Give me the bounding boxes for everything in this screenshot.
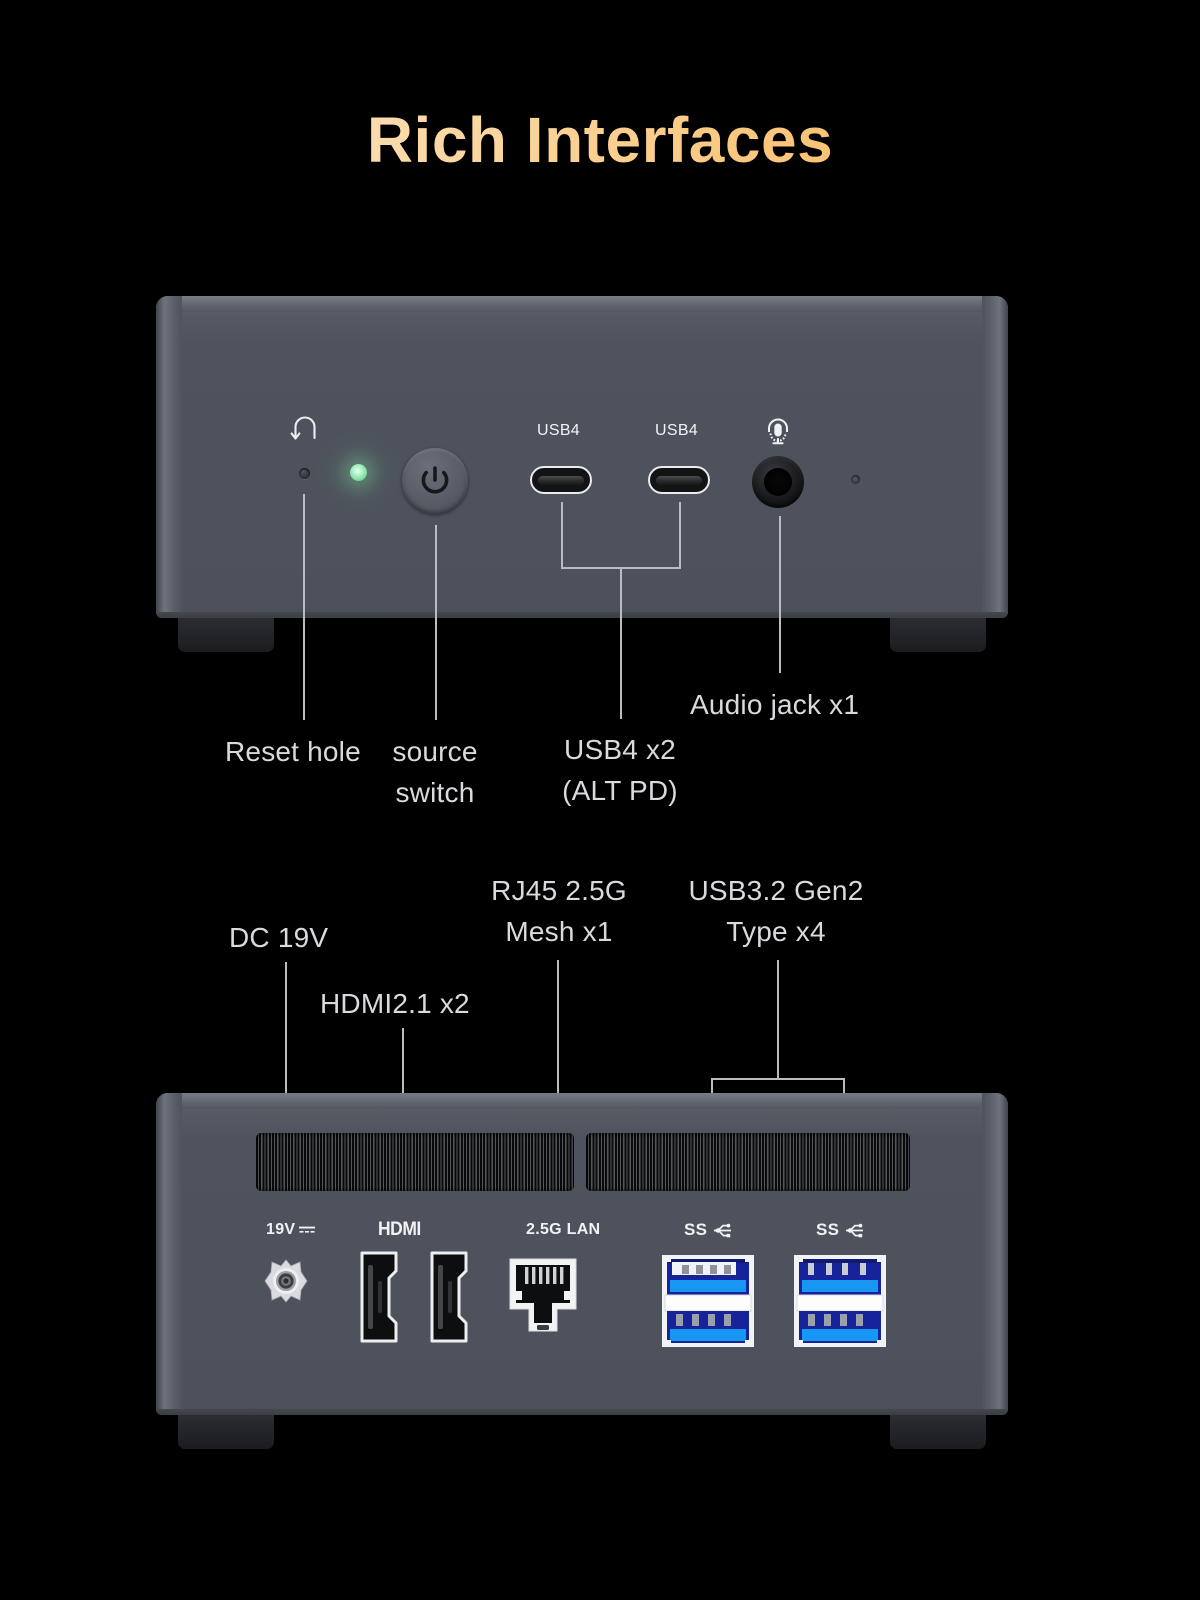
usb4-left-caption: USB4 [537,422,580,439]
power-led-indicator [350,464,367,481]
callout-source-switch: source switch [392,736,478,809]
rear-bottom-edge [156,1409,1008,1415]
reset-hole[interactable] [299,468,310,479]
leader-dc-19v [285,962,287,1220]
power-icon [421,466,449,494]
leader-usb4-stem-right [679,502,681,568]
dc-power-jack[interactable] [264,1259,308,1303]
vent-grille-right [586,1133,910,1191]
audio-jack-port[interactable] [752,456,804,508]
chassis-foot-right [890,618,986,652]
rear-top-bevel [156,1093,1008,1109]
leader-source-switch [435,525,437,720]
reset-arrow-icon [290,414,320,440]
usb4-left-tongue [538,475,584,485]
leader-usb4-stem-left [561,502,563,568]
front-left-bevel [156,296,182,618]
usb4-port-right[interactable] [648,466,710,494]
hdmi-caption-text: HDMI [378,1219,421,1240]
usb-right-caption: SS [816,1220,864,1240]
dc-symbol-icon [299,1226,316,1233]
chassis-foot-left [178,618,274,652]
usb-trident-icon [714,1223,732,1237]
hdmi-port-1[interactable] [356,1251,402,1343]
leader-audio-jack [779,516,781,673]
callout-audio-jack: Audio jack x1 [690,689,860,720]
front-right-small-hole [851,475,860,484]
leader-usb32-drop [777,960,779,1079]
front-right-bevel [982,296,1008,618]
rj45-lan-port[interactable] [508,1257,578,1339]
rear-panel-chassis: 19V HDMI 2.5G LAN SS SS [156,1093,1008,1449]
headset-icon [765,416,791,446]
page-title: Rich Interfaces [0,103,1200,177]
front-panel-chassis: USB4 USB4 [156,296,1008,652]
callout-usb4: USB4 x2 (ALT PD) [562,734,678,807]
rear-chassis-foot-left [178,1415,274,1449]
usb32-port-group-right[interactable] [792,1253,888,1349]
usb4-right-tongue [656,475,702,485]
front-top-bevel [156,296,1008,312]
usb-trident-icon [846,1223,864,1237]
leader-usb4-drop [620,567,622,719]
callout-usb32: USB3.2 Gen2 Type x4 [688,875,864,948]
leader-usb32-crossbar [711,1078,844,1080]
front-bottom-edge [156,612,1008,618]
callout-reset-hole: Reset hole [225,736,361,767]
usb4-right-caption: USB4 [655,422,698,439]
dc-caption: 19V [266,1221,316,1239]
hdmi-caption: HDMI [378,1219,421,1241]
rear-right-bevel [982,1093,1008,1415]
usb-left-caption: SS [684,1220,732,1240]
power-button[interactable] [402,448,468,514]
callout-rj45: RJ45 2.5G Mesh x1 [491,875,627,948]
vent-grille-left [256,1133,574,1191]
lan-caption-text: 2.5G LAN [526,1221,601,1238]
dc-caption-text: 19V [266,1221,296,1238]
lan-caption: 2.5G LAN [526,1221,600,1239]
front-case-body [156,296,1008,618]
callout-hdmi: HDMI2.1 x2 [320,988,470,1019]
usb-right-caption-text: SS [816,1220,840,1239]
callout-dc-19v: DC 19V [229,922,329,953]
hdmi-port-2[interactable] [426,1251,472,1343]
usb4-port-left[interactable] [530,466,592,494]
usb-left-caption-text: SS [684,1220,708,1239]
usb32-port-group-left[interactable] [660,1253,756,1349]
rear-left-bevel [156,1093,182,1415]
leader-rj45 [557,960,559,1220]
leader-reset-hole [303,494,305,720]
rear-chassis-foot-right [890,1415,986,1449]
